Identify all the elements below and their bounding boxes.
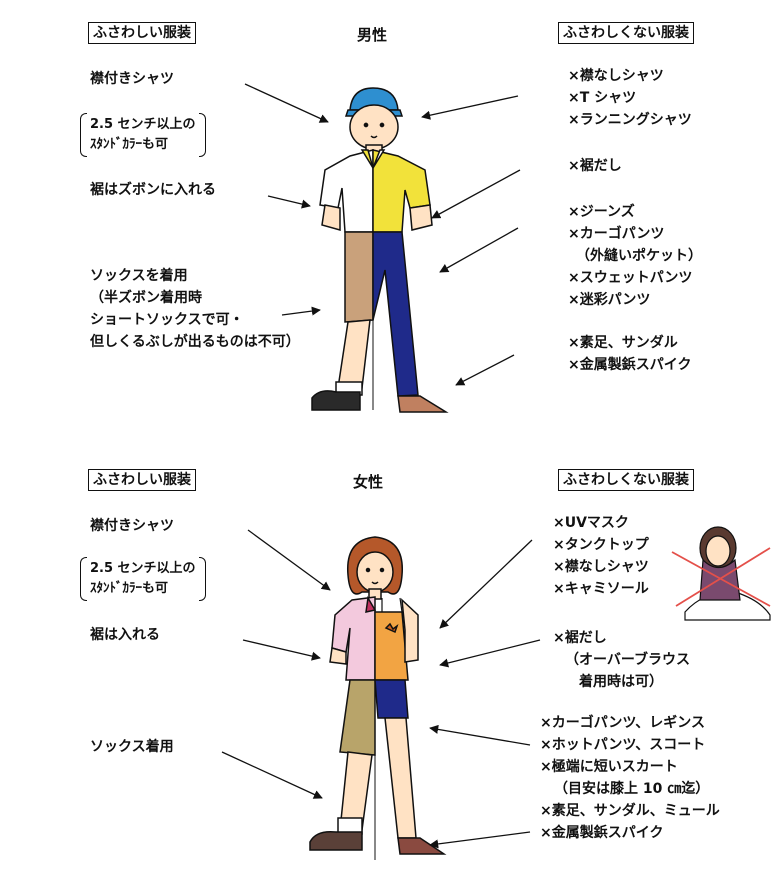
female-bad-tops: ×UVマスク ×タンクトップ ×襟なしシャツ ×キャミソール <box>553 512 649 600</box>
male-tuck-in: 裾はズボンに入れる <box>90 182 216 198</box>
male-bad-shirt-1: ×襟なしシャツ <box>568 68 664 84</box>
male-bad-shirt-2: ×T シャツ <box>568 90 637 106</box>
female-bad-untucked: ×裾だし （オーバーブラウス 着用時は可） <box>553 627 690 693</box>
male-bad-shirt-3: ×ランニングシャツ <box>568 112 692 128</box>
female-heading: 女性 <box>353 473 384 491</box>
female-tuck-in: 裾は入れる <box>90 627 160 643</box>
male-bad-untucked: ×裾だし <box>568 158 622 174</box>
male-socks-line-2: （半ズボン着用時 <box>90 290 202 306</box>
female-bad-bottom-3: ×極端に短いスカート <box>540 759 678 775</box>
cross-line-b <box>675 547 771 607</box>
male-good-title: ふさわしい服装 <box>88 22 196 44</box>
male-bad-feet: ×素足、サンダル ×金属製鋲スパイク <box>568 332 691 376</box>
female-stand-collar-note: 2.5 センチ以上の ｽﾀﾝﾄﾞｶﾗｰも可 <box>80 557 206 601</box>
cap-icon <box>349 87 399 111</box>
male-bad-pants: ×ジーンズ ×カーゴパンツ （外縫いポケット） ×スウェットパンツ ×迷彩パンツ <box>568 201 702 311</box>
male-stand-collar-line-2: ｽﾀﾝﾄﾞｶﾗｰも可 <box>90 137 169 152</box>
female-bad-bottom-6: ×金属製鋲スパイク <box>540 825 664 841</box>
female-stand-collar-line-1: 2.5 センチ以上の <box>90 561 196 576</box>
male-socks-note: ソックスを着用 （半ズボン着用時 ショートソックスで可・ 但しくるぶしが出るもの… <box>90 265 300 353</box>
male-arrows <box>244 83 521 386</box>
female-stand-collar-line-2: ｽﾀﾝﾄﾞｶﾗｰも可 <box>90 581 169 596</box>
male-bad-pants-4: ×スウェットパンツ <box>568 270 693 286</box>
female-figure <box>309 536 447 860</box>
female-bad-top-4: ×キャミソール <box>553 581 649 597</box>
female-collar-shirt: 襟付きシャツ <box>90 518 174 534</box>
male-collar-shirt: 襟付きシャツ <box>90 71 174 87</box>
female-bad-top-3: ×襟なしシャツ <box>553 559 649 575</box>
uv-mask-portrait <box>671 526 771 621</box>
female-arrows <box>221 529 541 849</box>
female-bad-bottom-1: ×カーゴパンツ、レギンス <box>540 715 706 731</box>
female-bad-untucked-3: 着用時は可） <box>579 674 663 690</box>
male-stand-collar-line-1: 2.5 センチ以上の <box>90 117 196 132</box>
female-bad-bottom-4: （目安は膝上 10 ㎝迄） <box>554 781 710 797</box>
female-bad-bottoms: ×カーゴパンツ、レギンス ×ホットパンツ、スコート ×極端に短いスカート （目安… <box>540 712 720 844</box>
male-heading: 男性 <box>357 26 388 44</box>
male-bad-shirts: ×襟なしシャツ ×T シャツ ×ランニングシャツ <box>568 65 692 131</box>
male-socks-line-1: ソックスを着用 <box>90 268 188 284</box>
male-socks-line-4: 但しくるぶしが出るものは不可） <box>90 334 300 350</box>
female-bad-title: ふさわしくない服装 <box>558 469 694 491</box>
female-bad-top-1: ×UVマスク <box>553 515 629 531</box>
male-bad-pants-3: （外縫いポケット） <box>576 248 702 264</box>
male-socks-line-3: ショートソックスで可・ <box>90 312 244 328</box>
shoe-icon <box>311 390 361 411</box>
female-bad-untucked-2: （オーバーブラウス <box>565 652 691 668</box>
male-bad-title: ふさわしくない服装 <box>558 22 694 44</box>
male-figure <box>311 87 449 413</box>
female-sandal-icon <box>397 837 447 855</box>
female-socks: ソックス着用 <box>90 739 174 755</box>
female-good-title: ふさわしい服装 <box>88 469 196 491</box>
female-bad-bottom-5: ×素足、サンダル、ミュール <box>540 803 720 819</box>
male-bad-feet-2: ×金属製鋲スパイク <box>568 357 692 373</box>
male-stand-collar-note: 2.5 センチ以上の ｽﾀﾝﾄﾞｶﾗｰも可 <box>80 113 206 157</box>
female-bad-untucked-1: ×裾だし <box>553 630 607 646</box>
female-shoe-icon <box>309 830 363 851</box>
male-bad-feet-1: ×素足、サンダル <box>568 335 678 351</box>
female-bad-bottom-2: ×ホットパンツ、スコート <box>540 737 706 753</box>
sandal-icon <box>397 395 449 413</box>
male-bad-pants-2: ×カーゴパンツ <box>568 226 665 242</box>
female-bad-top-2: ×タンクトップ <box>553 537 649 553</box>
male-bad-pants-1: ×ジーンズ <box>568 204 635 220</box>
male-bad-pants-5: ×迷彩パンツ <box>568 292 651 308</box>
